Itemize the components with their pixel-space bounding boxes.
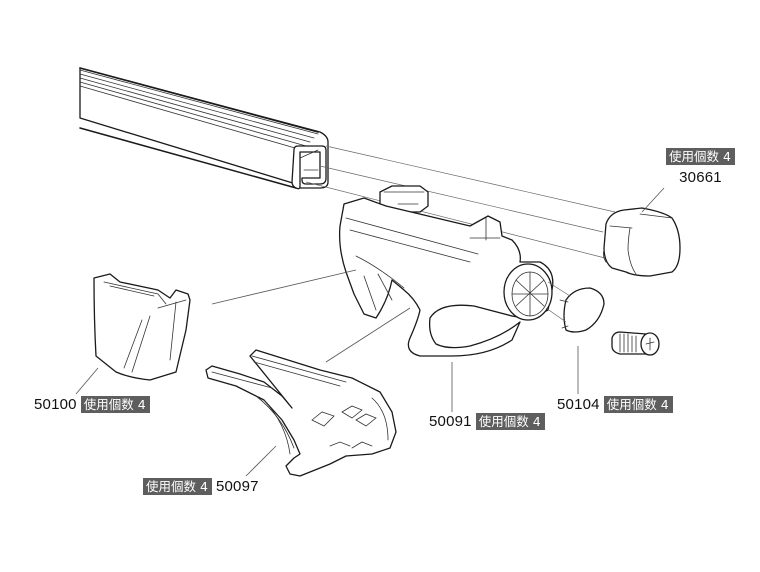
quantity-badge: 使用個数 4 bbox=[666, 148, 735, 165]
quantity-badge: 使用個数 4 bbox=[80, 396, 150, 413]
leader-50100-body bbox=[211, 269, 357, 305]
leader-30661 bbox=[641, 187, 665, 213]
quantity-badge: 使用個数 4 bbox=[475, 413, 545, 430]
callout-50091: 50091 使用個数 4 bbox=[429, 413, 545, 430]
callout-50104: 50104 使用個数 4 bbox=[557, 396, 673, 413]
leader-50097 bbox=[245, 445, 277, 477]
quantity-badge: 使用個数 4 bbox=[603, 396, 673, 413]
callout-50100: 50100 使用個数 4 bbox=[34, 396, 150, 413]
callout-30661: 使用個数 4 30661 bbox=[666, 148, 735, 186]
foot-pad-part bbox=[93, 273, 191, 381]
foot-body-part bbox=[338, 185, 554, 357]
leader-50100 bbox=[75, 367, 99, 395]
load-bar bbox=[79, 67, 329, 190]
leader-lines bbox=[75, 187, 665, 477]
base-plate-part bbox=[205, 349, 397, 477]
part-number: 50097 bbox=[215, 478, 259, 495]
projection-lines bbox=[305, 145, 616, 259]
part-number: 50100 bbox=[34, 396, 77, 413]
part-number: 50104 bbox=[557, 396, 600, 413]
end-cap-part bbox=[602, 207, 681, 277]
leader-50097-body bbox=[325, 307, 411, 363]
callout-50097: 使用個数 4 50097 bbox=[143, 478, 259, 495]
part-number: 50091 bbox=[429, 413, 472, 430]
lock-cover-part bbox=[545, 281, 605, 333]
quantity-badge: 使用個数 4 bbox=[143, 478, 212, 495]
part-number: 30661 bbox=[679, 169, 722, 186]
lock-cylinder-part bbox=[611, 331, 660, 356]
